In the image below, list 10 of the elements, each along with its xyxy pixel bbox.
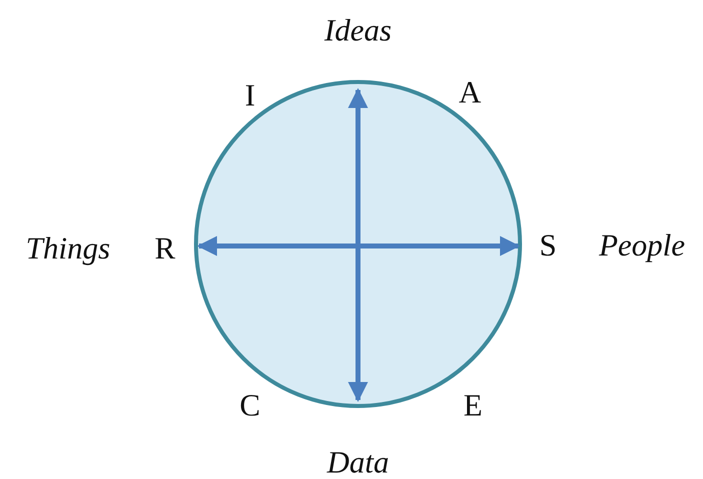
letter-label: S bbox=[539, 230, 557, 260]
letter-label: R bbox=[154, 232, 176, 264]
axis-label: People bbox=[598, 230, 686, 260]
letter-label: C bbox=[240, 390, 260, 420]
axis-label: Ideas bbox=[324, 14, 392, 46]
letter-label: I bbox=[244, 80, 256, 110]
axis-label: Data bbox=[327, 446, 389, 478]
letter-label: A bbox=[458, 76, 482, 108]
axis-label: Things bbox=[26, 232, 110, 264]
letter-label: E bbox=[464, 390, 482, 420]
